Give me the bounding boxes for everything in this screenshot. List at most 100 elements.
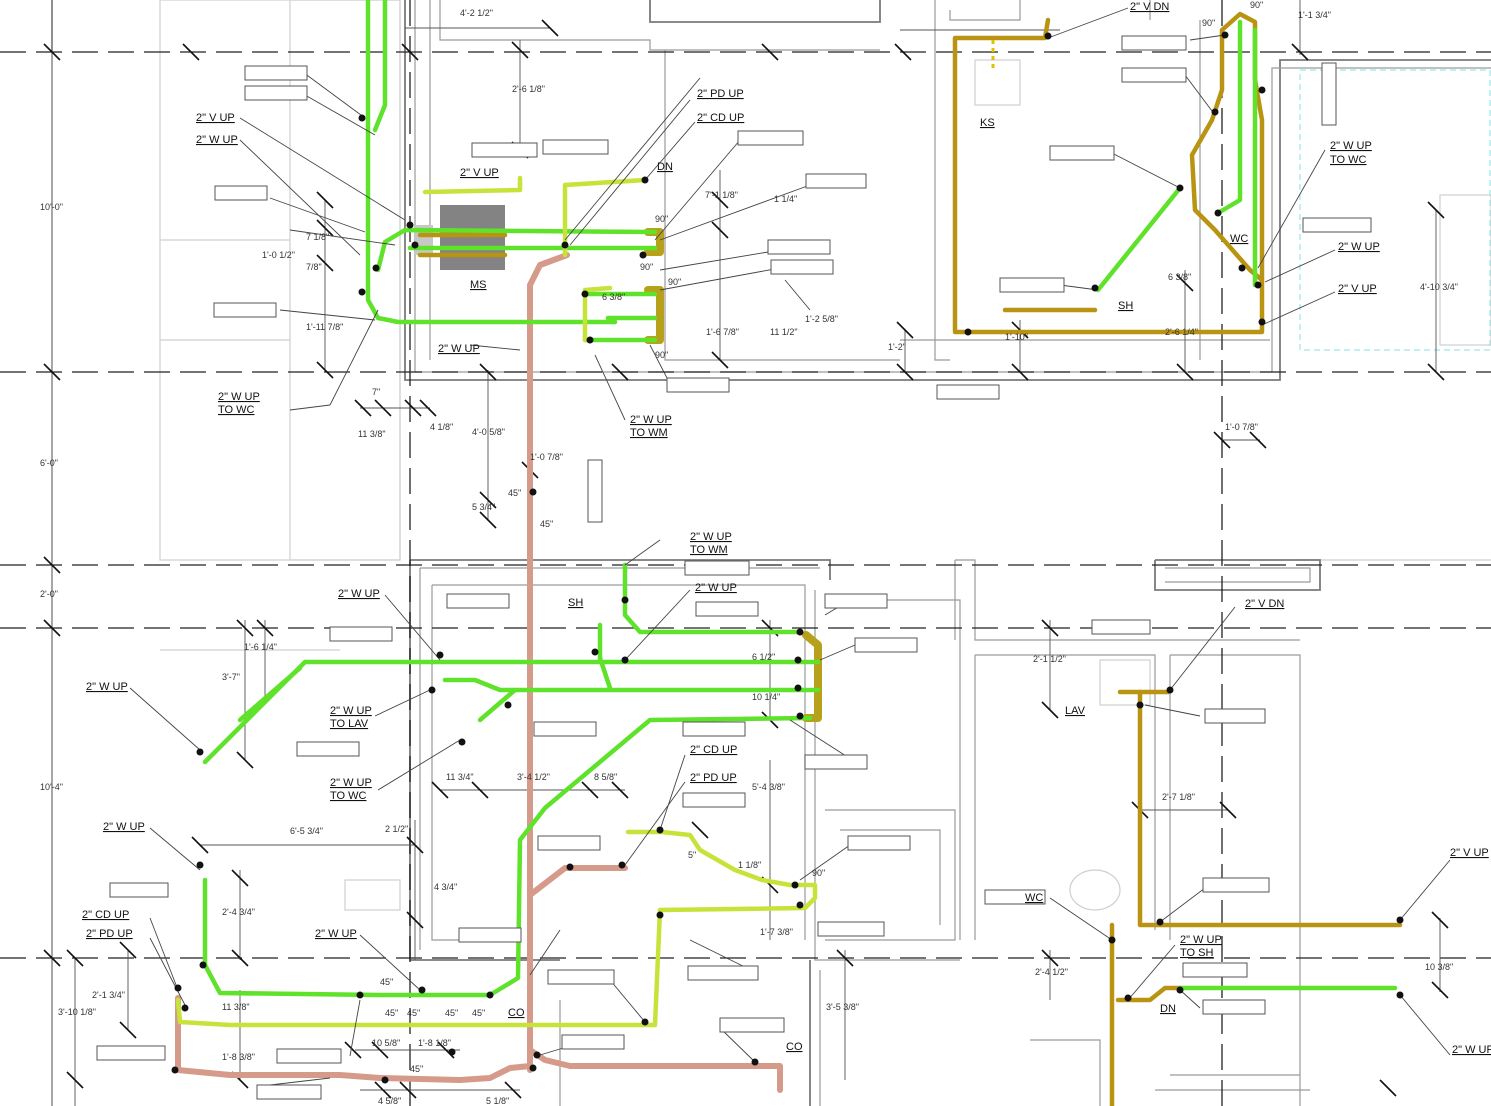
pipe-label: 2" PD UP: [86, 928, 133, 940]
pipe-label: 2" V UP: [1450, 847, 1489, 859]
dimension-label: 5 3/4": [472, 502, 495, 512]
dimension-label: 1'-6 7/8": [706, 327, 739, 337]
dimension-label: 4'-10 3/4": [1420, 282, 1458, 292]
dimension-label: 4'-0 5/8": [472, 427, 505, 437]
dimension-ticks: [43, 19, 1449, 1099]
dimension-label: 90": [640, 262, 653, 272]
room-label: SH: [1118, 300, 1133, 312]
dimension-label: 1'-6 1/4": [244, 642, 277, 652]
dimension-label: 3'-7": [222, 672, 240, 682]
dimension-label: 45": [540, 519, 553, 529]
dimension-label: 5'-4 3/8": [752, 782, 785, 792]
dimension-label: 45": [385, 1008, 398, 1018]
dimension-label: 10'-0": [40, 202, 63, 212]
dimension-label: 5 1/8": [486, 1096, 509, 1106]
room-label: LAV: [1065, 705, 1086, 717]
pipe-label: TO SH: [1180, 947, 1213, 959]
pipe-label: 2" W UP: [1452, 1044, 1491, 1056]
dimension-label: 1 1/8": [738, 860, 761, 870]
pipe-label: 2" W UP: [330, 777, 372, 789]
dimension-label: 90": [812, 868, 825, 878]
dimension-label: 2'-6 1/4": [1165, 327, 1198, 337]
dimension-label: 90": [1202, 18, 1215, 28]
room-label: WC: [1230, 233, 1248, 245]
dimension-label: 10 5/8": [372, 1038, 400, 1048]
junction-dots: [171, 31, 1404, 1084]
pipe-label: 2" CD UP: [697, 112, 744, 124]
pipe-label: 2" W UP: [196, 134, 238, 146]
dimension-label: 7/8": [306, 262, 322, 272]
room-label: CO: [508, 1007, 525, 1019]
pipe-label: 2" PD UP: [690, 772, 737, 784]
dimension-label: 10 3/8": [1425, 962, 1453, 972]
pipe-label: 2" W UP: [315, 928, 357, 940]
pipe-label: 2" CD UP: [82, 909, 129, 921]
dimension-lines: [51, 0, 1441, 1106]
dimension-label: 2'-1 1/2": [1033, 654, 1066, 664]
dimension-label: 1'-7 3/8": [760, 927, 793, 937]
pipe-label: 2" W UP: [690, 531, 732, 543]
room-label: MS: [470, 279, 487, 291]
dimension-label: 6 3/8": [602, 292, 625, 302]
pipe-label: TO WM: [630, 427, 668, 439]
dimension-label: 1'-2 5/8": [805, 314, 838, 324]
dimension-label: 7 1/8": [306, 232, 329, 242]
pipe-label: 2" CD UP: [690, 744, 737, 756]
dimension-label: 6'-5 3/4": [290, 826, 323, 836]
room-label: SH: [568, 597, 583, 609]
dimension-label: 1'-10": [1005, 332, 1028, 342]
pipe-label: TO WC: [1330, 154, 1367, 166]
dimension-label: 4 3/4": [434, 882, 457, 892]
dimension-label: 11 3/8": [358, 429, 386, 439]
dimension-label: 3'-10 1/8": [58, 1007, 96, 1017]
room-label: DN: [1160, 1003, 1176, 1015]
dimension-label: 4 5/8": [378, 1096, 401, 1106]
pipe-labels: 2" V DN 2" PD UP 2" CD UP 2" V UP 2" W UP 2" …: [82, 1, 1491, 1056]
pipe-label: 2" W UP: [218, 391, 260, 403]
pipe-label: TO WM: [690, 544, 728, 556]
dimension-label: 1'-0 1/2": [262, 250, 295, 260]
room-label: WC: [1025, 892, 1043, 904]
pipe-label: 2" W UP: [1330, 140, 1372, 152]
leader-lines: [129, 7, 1451, 1086]
pipe-label: TO LAV: [330, 718, 369, 730]
dimension-label: 6 1/2": [752, 652, 775, 662]
dimension-label: 2 1/2": [385, 824, 408, 834]
dimension-label: 2'-7 1/8": [1162, 792, 1195, 802]
dimension-label: 45": [472, 1008, 485, 1018]
pipe-label: TO WC: [218, 404, 255, 416]
pipe-label: 2" V UP: [1338, 283, 1377, 295]
dimension-label: 2'-4 1/2": [1035, 967, 1068, 977]
dimension-label: 10'-4": [40, 782, 63, 792]
dimension-label: 1'-11 7/8": [306, 322, 343, 332]
dimension-label: 4 1/8": [430, 422, 453, 432]
green-pipes: [175, 0, 1398, 1028]
dimension-label: 1'-8 1/8": [418, 1038, 451, 1048]
dimension-label: 45": [380, 977, 393, 987]
pipe-label: TO WC: [330, 790, 367, 802]
dimension-label: 11 3/4": [446, 772, 474, 782]
dimension-label: 1'-1 3/4": [1298, 10, 1331, 20]
pipe-label: 2" W UP: [86, 681, 128, 693]
dimension-label: 8 5/8": [594, 772, 617, 782]
dimension-label: 11 1/2": [770, 327, 798, 337]
dimension-label: 7'-1 1/8": [705, 190, 738, 200]
pipe-label: 2" W UP: [338, 588, 380, 600]
tag-boxes: [96, 35, 1372, 1100]
pipe-label: 2" W UP: [630, 414, 672, 426]
pipe-label: 2" V DN: [1130, 1, 1169, 13]
dimension-label: 45": [410, 1064, 423, 1074]
dimension-label: 45": [445, 1008, 458, 1018]
room-label: CO: [786, 1041, 803, 1053]
pipe-label: 2" V UP: [196, 112, 235, 124]
dimension-label: 90": [1250, 0, 1263, 10]
walls: [404, 0, 1491, 1106]
dimension-label: 90": [655, 350, 668, 360]
dimension-label: 3'-5 3/8": [826, 1002, 859, 1012]
dimension-label: 1 1/4": [774, 194, 797, 204]
dimension-label: 1'-0 7/8": [1225, 422, 1258, 432]
pipe-label: 2" V UP: [460, 167, 499, 179]
pipe-label: 2" W UP: [1338, 241, 1380, 253]
